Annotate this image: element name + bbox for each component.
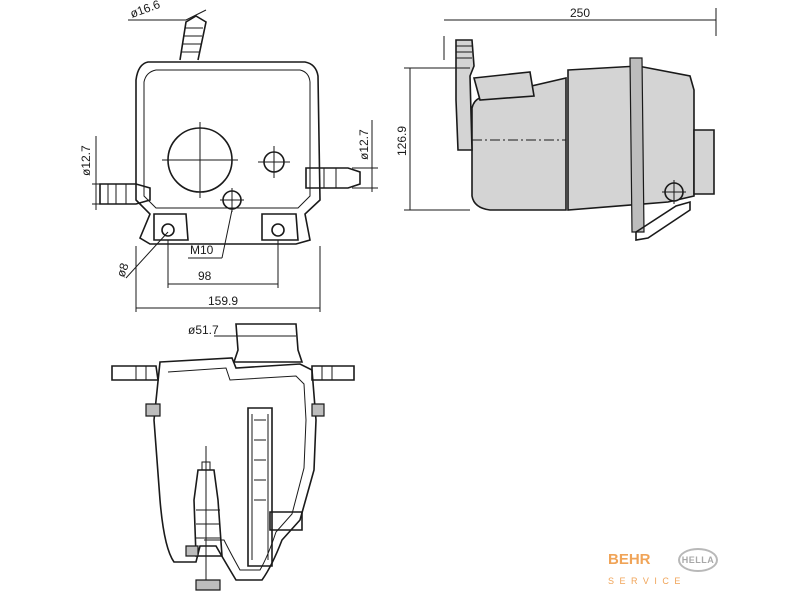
top-view-dimensions: ø16.6 ø12.7 ø12.7 M10 ø8 98 159.9 — [79, 0, 371, 308]
hella-logo: HELLA — [678, 548, 718, 572]
front-view — [111, 323, 355, 591]
front-view-dimensions: ø51.7 — [188, 323, 219, 337]
side-view-dimensions: 250 126.9 — [395, 6, 590, 156]
side-view — [404, 8, 717, 241]
brand-logo: BEHR HELLA SERVICE — [604, 548, 724, 596]
dim-hole-diameter: ø8 — [114, 261, 132, 279]
dim-left-port-diameter: ø12.7 — [79, 145, 93, 176]
dim-bolt-spacing: 98 — [198, 269, 212, 283]
top-view — [92, 9, 378, 312]
dim-width: 159.9 — [208, 294, 238, 308]
behr-logo: BEHR — [608, 551, 651, 568]
service-label: SERVICE — [608, 576, 686, 586]
dim-height: 126.9 — [395, 126, 409, 156]
dim-thread: M10 — [190, 243, 214, 257]
dim-cap-diameter: ø51.7 — [188, 323, 219, 337]
dim-hose-diameter: ø16.6 — [128, 0, 162, 21]
dim-right-port-diameter: ø12.7 — [357, 129, 371, 160]
dim-length: 250 — [570, 6, 590, 20]
